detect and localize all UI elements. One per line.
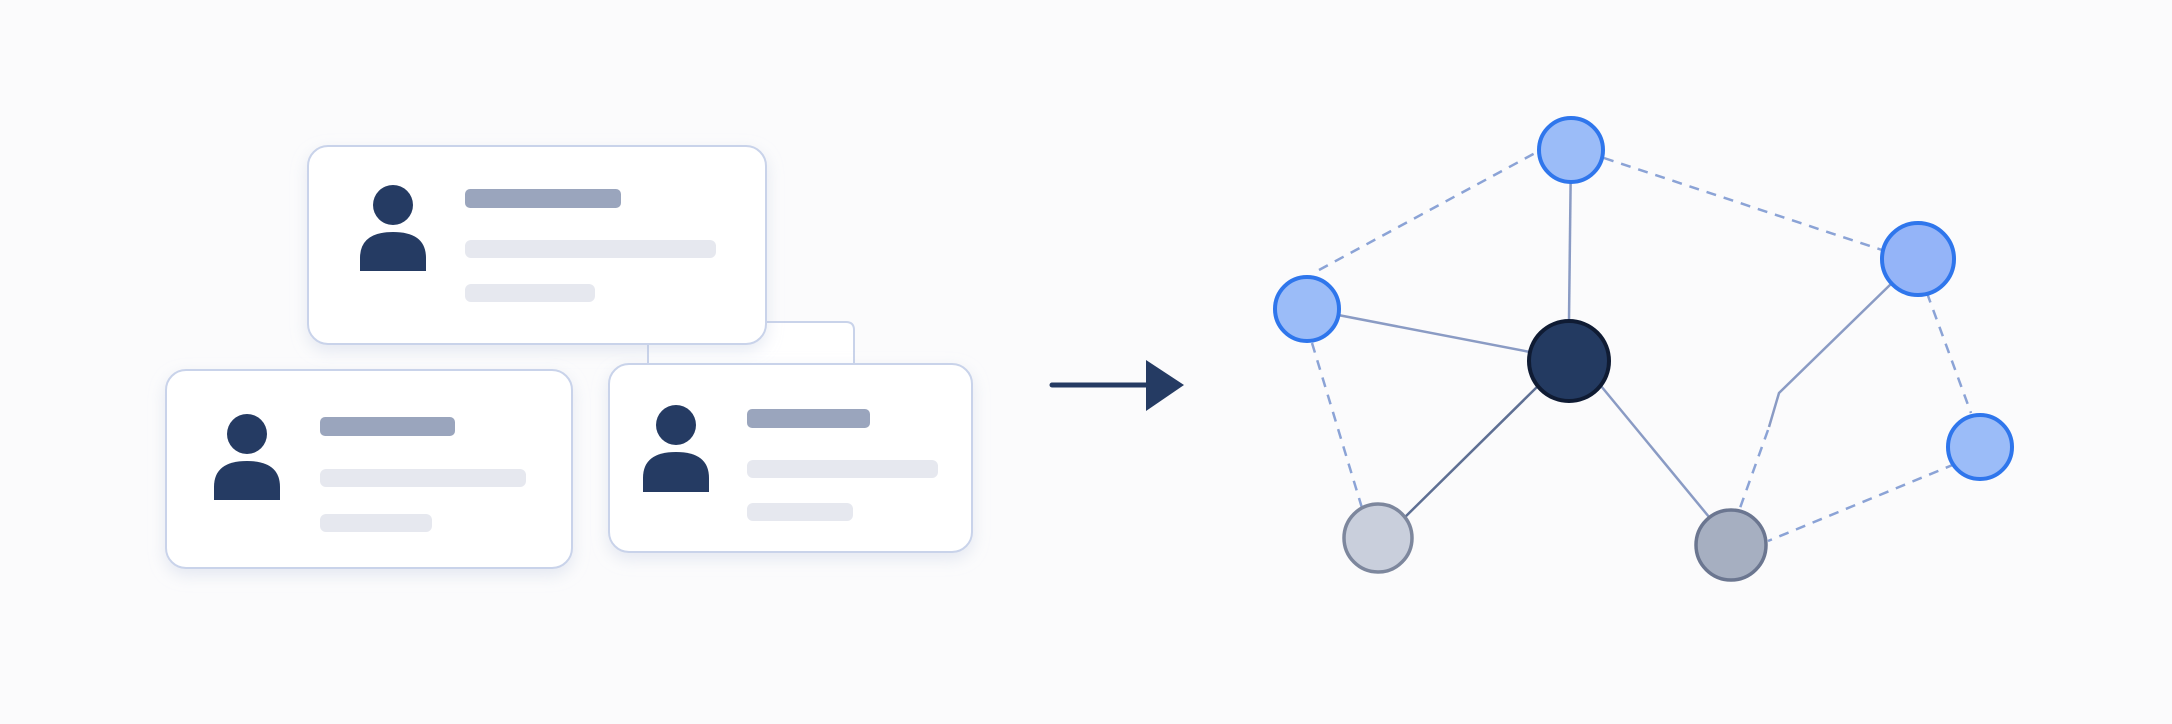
card-detail-line-short <box>320 514 432 532</box>
card-name-line <box>747 409 870 428</box>
card-name-line <box>465 189 621 208</box>
card-detail-line-short <box>747 503 853 521</box>
graph-edge <box>1310 342 1364 509</box>
graph-edge <box>1306 307 1531 354</box>
graph-edge <box>1398 385 1539 524</box>
profile-card-bottom-right <box>608 363 973 553</box>
graph-node-left <box>1273 275 1341 343</box>
person-icon <box>643 405 709 492</box>
graph-edges <box>1306 149 1973 543</box>
graph-edge <box>1925 292 1973 414</box>
graph-node-top <box>1537 116 1605 184</box>
graph-edge <box>1603 156 1883 252</box>
profile-card-bottom-left <box>165 369 573 569</box>
network-graph <box>1273 116 2014 582</box>
graph-edge <box>1767 462 1956 543</box>
graph-edge <box>1600 385 1715 524</box>
person-icon <box>360 185 426 271</box>
graph-edge <box>1738 429 1770 509</box>
graph-node-bottom-right <box>1694 508 1768 582</box>
graph-nodes <box>1273 116 2014 582</box>
graph-node-right-upper <box>1880 221 1956 297</box>
arrow-right-icon <box>1049 360 1184 411</box>
graph-edge <box>1767 281 1894 428</box>
graph-node-bottom-left <box>1342 502 1414 574</box>
graph-node-right-lower <box>1946 413 2014 481</box>
graph-node-center <box>1527 319 1611 403</box>
profile-cards-group <box>165 145 973 569</box>
card-detail-line <box>320 469 526 487</box>
card-frame <box>608 363 973 553</box>
card-detail-line <box>465 240 716 258</box>
person-icon <box>214 414 280 500</box>
card-detail-line-short <box>465 284 595 302</box>
graph-edge <box>1318 150 1538 272</box>
profile-card-top <box>307 145 767 345</box>
card-name-line <box>320 417 455 436</box>
card-detail-line <box>747 460 938 478</box>
